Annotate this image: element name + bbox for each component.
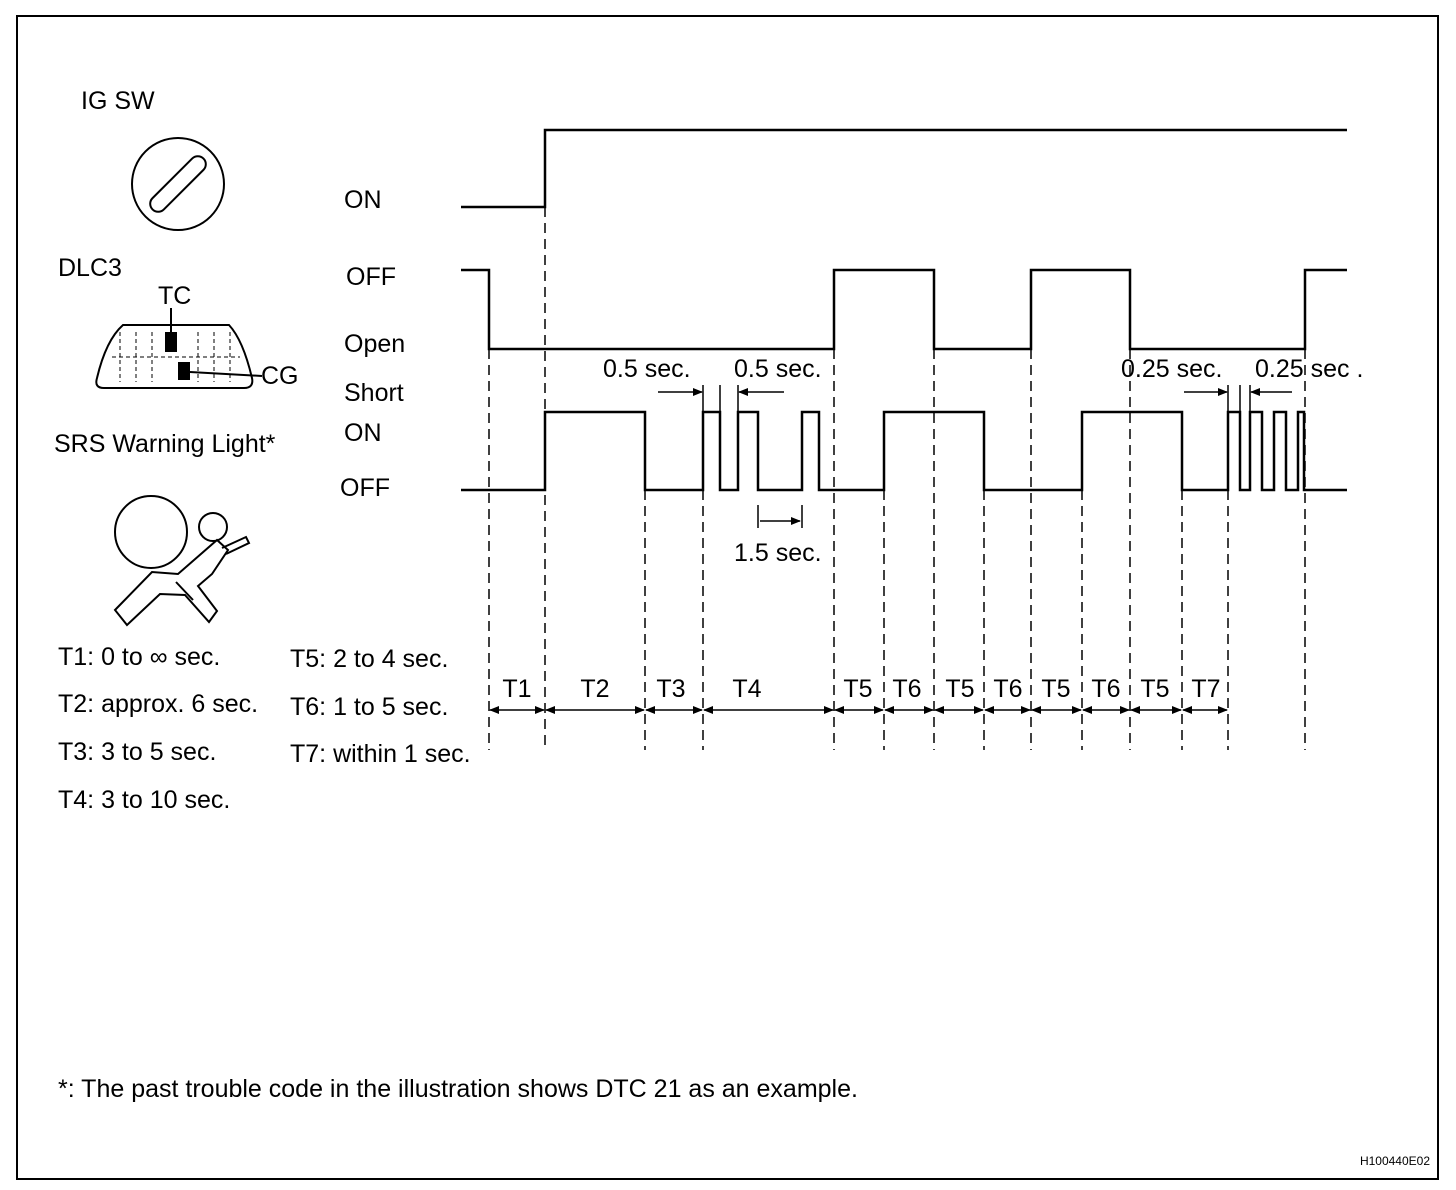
airbag-icon — [113, 495, 251, 627]
legend-t3: T3: 3 to 5 sec. — [58, 738, 216, 766]
srs-warning-light-waveform — [461, 410, 1347, 492]
dlc3-tc-waveform — [461, 268, 1347, 351]
figure-border — [16, 15, 1439, 1180]
pulse-annotation-1-5: 1.5 sec. — [734, 539, 822, 567]
cg-terminal-label: CG — [261, 362, 299, 390]
dlc-open-level-label: Open — [344, 330, 405, 358]
legend-t6: T6: 1 to 5 sec. — [290, 693, 448, 721]
period-label-t6: T6 — [1091, 675, 1120, 703]
period-label-t5: T5 — [1140, 675, 1169, 703]
period-label-t3: T3 — [656, 675, 685, 703]
ig-sw-waveform — [461, 128, 1347, 209]
legend-t1: T1: 0 to ∞ sec. — [58, 643, 220, 671]
period-label-t5: T5 — [945, 675, 974, 703]
legend-t7: T7: within 1 sec. — [290, 740, 471, 768]
legend-t2: T2: approx. 6 sec. — [58, 690, 258, 718]
dlc-short-level-label: Short — [344, 379, 404, 407]
period-label-t1: T1 — [502, 675, 531, 703]
period-label-t6: T6 — [993, 675, 1022, 703]
dlc3-label: DLC3 — [58, 254, 122, 282]
pulse-annotation-0-25-second: 0.25 sec . — [1255, 355, 1363, 383]
pulse-annotation-0-5-first: 0.5 sec. — [603, 355, 691, 383]
pulse-width-markers — [658, 385, 1292, 528]
period-label-t4: T4 — [732, 675, 761, 703]
legend-t4: T4: 3 to 10 sec. — [58, 786, 230, 814]
tc-terminal-label: TC — [158, 282, 191, 310]
srs-warning-light-label: SRS Warning Light* — [54, 430, 276, 458]
footnote: *: The past trouble code in the illustra… — [58, 1075, 858, 1103]
legend-t5: T5: 2 to 4 sec. — [290, 645, 448, 673]
period-label-t2: T2 — [580, 675, 609, 703]
dlc-off-level-label: OFF — [346, 263, 396, 291]
period-label-t6: T6 — [892, 675, 921, 703]
ig-sw-label: IG SW — [81, 87, 155, 115]
pulse-annotation-0-5-second: 0.5 sec. — [734, 355, 822, 383]
period-label-t5: T5 — [1041, 675, 1070, 703]
srs-off-level-label: OFF — [340, 474, 390, 502]
dlc3-connector-icon — [95, 308, 263, 389]
period-label-t7: T7 — [1191, 675, 1220, 703]
ignition-key-icon — [131, 137, 225, 231]
srs-on-level-label: ON — [344, 419, 382, 447]
figure-id: H100440E02 — [1360, 1154, 1430, 1168]
ig-on-level-label: ON — [344, 186, 382, 214]
pulse-annotation-0-25-first: 0.25 sec. — [1121, 355, 1222, 383]
period-label-t5: T5 — [843, 675, 872, 703]
